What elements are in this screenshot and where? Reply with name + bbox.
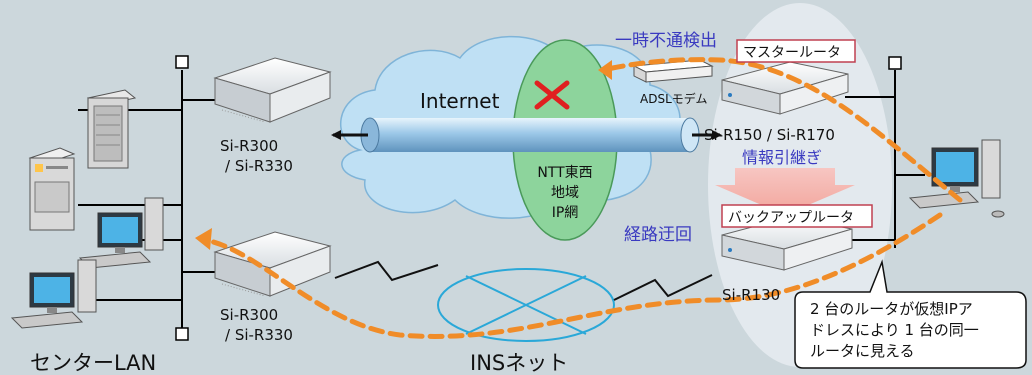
adsl-modem-label: ADSLモデム bbox=[640, 91, 708, 106]
pc-icon-1 bbox=[78, 197, 164, 269]
adsl-modem-icon bbox=[632, 59, 714, 83]
ntt-label-line1: NTT東西 bbox=[537, 165, 592, 181]
master-router-label: マスタールータ bbox=[743, 45, 841, 61]
right-lan-backbone bbox=[845, 70, 925, 248]
handover-label: 情報引継ぎ bbox=[742, 148, 822, 167]
si-r150-label: Si-R150 / Si-R170 bbox=[704, 126, 835, 144]
outage-cross-icon bbox=[534, 80, 570, 110]
failover-route-arrow bbox=[202, 57, 963, 339]
router-master bbox=[721, 61, 849, 115]
mainframe-icon bbox=[28, 147, 76, 231]
router-si-r300-bottom bbox=[213, 231, 332, 297]
lan-terminator-top bbox=[175, 55, 189, 69]
callout-line-2: ドレスにより 1 台の同一 bbox=[810, 321, 979, 339]
center-router-top-label-1: Si-R300 bbox=[220, 137, 278, 155]
center-lan-label: センターLAN bbox=[30, 351, 156, 375]
vpn-pipe bbox=[360, 117, 700, 153]
ins-network bbox=[334, 260, 713, 342]
si-r130-label: Si-R130 bbox=[722, 286, 780, 304]
reroute-label: 経路迂回 bbox=[624, 225, 692, 245]
master-router-label-box bbox=[736, 39, 856, 63]
ntt-label-line2: 地域 bbox=[551, 185, 579, 201]
ins-net-label: INSネット bbox=[470, 351, 568, 375]
pc-icon-2 bbox=[10, 259, 97, 329]
backup-router-label-box bbox=[721, 204, 873, 228]
handover-arrow bbox=[715, 168, 855, 215]
router-si-r300-top bbox=[213, 57, 332, 123]
center-lan-backbone bbox=[78, 70, 215, 330]
callout-line-1: 2 台のルータが仮想IPア bbox=[810, 300, 973, 318]
internet-label: Internet bbox=[420, 89, 500, 113]
pc-icon-right bbox=[908, 139, 1005, 218]
outage-detected-label: 一時不通検出 bbox=[615, 31, 717, 51]
center-router-bottom-label-2: / Si-R330 bbox=[225, 326, 293, 344]
virtual-ip-callout bbox=[794, 259, 1027, 369]
route-arrowhead-left bbox=[195, 228, 212, 250]
server-icon bbox=[86, 89, 137, 169]
lan-terminator-bottom bbox=[175, 327, 189, 341]
ntt-label-line3: IP網 bbox=[552, 205, 579, 221]
route-arrowhead-top bbox=[598, 60, 612, 80]
center-router-top-label-2: / Si-R330 bbox=[225, 157, 293, 175]
callout-line-3: ルータに見える bbox=[810, 342, 915, 360]
backup-router-label: バックアップルータ bbox=[728, 210, 854, 226]
center-router-bottom-label-1: Si-R300 bbox=[220, 306, 278, 324]
right-lan-terminator bbox=[888, 56, 902, 70]
